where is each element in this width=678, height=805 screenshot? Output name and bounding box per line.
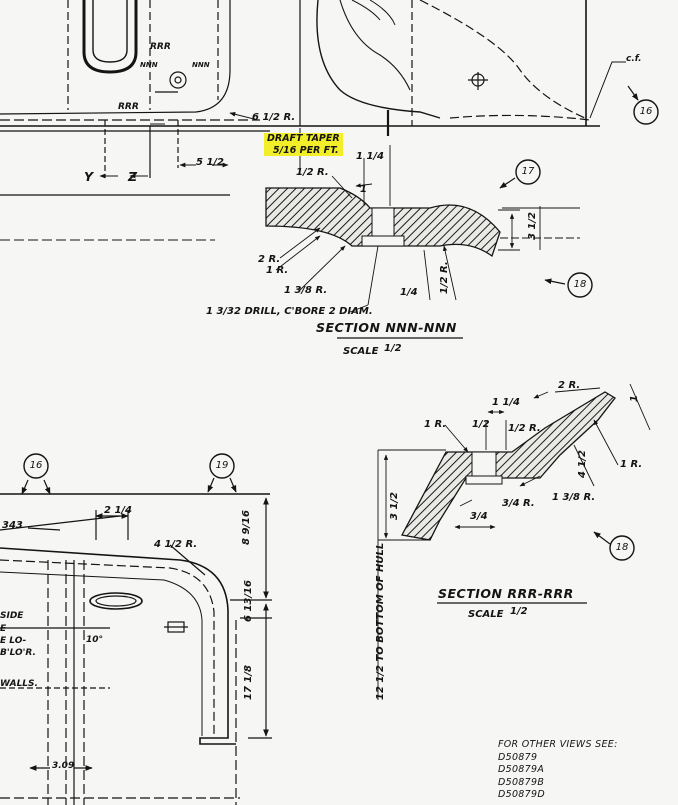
notes-ref-4: D50879D: [498, 789, 545, 800]
top-plan-view: [0, 0, 626, 178]
dim-6-13-16: 6 13/16: [243, 580, 254, 622]
section-tag-nnn-left: NNN: [140, 61, 158, 69]
left-note-walls: WALLS.: [0, 679, 38, 689]
radius-6-1-2: 6 1/2 R.: [252, 112, 296, 123]
section-nnn-scale-value: 1/2: [384, 343, 402, 354]
rrr-dim-3-4: 3/4: [470, 511, 488, 522]
balloon-arrows: [21, 85, 639, 545]
nnn-radius-1: 1 R.: [266, 265, 289, 276]
nnn-radius-1-2: 1/2 R.: [296, 167, 329, 178]
radius-4-1-2: 4 1/2 R.: [154, 539, 198, 550]
balloon-19: 19: [215, 460, 229, 471]
rrr-radius-1-a: 1 R.: [424, 419, 447, 430]
draft-taper-note: DRAFT TAPER 5/16 PER FT.: [264, 133, 343, 156]
section-tag-rrr-lower: RRR: [118, 102, 139, 112]
dim-3-09: 3.09: [52, 761, 75, 771]
rrr-dim-1: 1: [629, 395, 640, 402]
nnn-dim-1-4: 1/4: [400, 287, 418, 298]
rrr-radius-1-b: 1 R.: [620, 459, 643, 470]
rrr-dim-1-1-4: 1 1/4: [492, 397, 521, 408]
rrr-dim-3-1-2: 3 1/2: [389, 491, 400, 520]
section-rrr-title: SECTION RRR-RRR: [438, 586, 574, 601]
dim-8-9-16: 8 9/16: [241, 510, 252, 545]
nnn-dim-1: 1: [360, 184, 367, 195]
balloon-17: 17: [521, 166, 535, 177]
dim-5-1-2: 5 1/2: [196, 157, 225, 168]
left-note-bloar: B'LO'R.: [0, 648, 36, 658]
nnn-radius-1-2-b: 1/2 R.: [439, 261, 450, 294]
other-views-note: FOR OTHER VIEWS SEE: D50879 D50879A D508…: [498, 739, 618, 802]
nnn-radius-1-3-8: 1 3/8 R.: [284, 285, 328, 296]
balloon-18-a: 18: [573, 279, 587, 290]
balloon-16-top: 16: [639, 106, 653, 117]
hull-note: 12 1/2 TO BOTTOM OF HULL: [375, 542, 386, 700]
bottom-part-view: [0, 493, 272, 805]
section-rrr-leaders: [377, 383, 651, 700]
section-rrr-profile: [401, 391, 616, 541]
balloon-16-bottom: 16: [29, 460, 43, 471]
left-note-side: SIDE: [0, 611, 24, 621]
cf-label: c.f.: [626, 54, 642, 64]
rrr-radius-2: 2 R.: [558, 380, 581, 391]
section-rrr-scale-value: 1/2: [510, 606, 528, 617]
top-dimension-lines: [0, 110, 390, 241]
rrr-dim-1-2: 1/2: [472, 419, 490, 430]
dim-17-1-8: 17 1/8: [243, 665, 254, 700]
left-note-e-lo: E LO-: [0, 636, 27, 646]
drill-note: 1 3/32 DRILL, C'BORE 2 DIAM.: [206, 306, 373, 317]
balloon-18-b: 18: [615, 542, 629, 553]
section-tag-rrr-upper: RRR: [150, 42, 171, 52]
rrr-radius-1-3-8: 1 3/8 R.: [552, 492, 596, 503]
left-note-e: E: [0, 624, 7, 634]
dim-2-1-4: 2 1/4: [104, 505, 133, 516]
nnn-radius-2: 2 R.: [258, 254, 281, 265]
dim-10-deg: 10°: [86, 635, 104, 645]
section-nnn-scale-label: SCALE: [343, 346, 379, 357]
notes-ref-2: D50879A: [498, 764, 545, 775]
axis-z-label: Z: [128, 169, 138, 184]
notes-ref-3: D50879B: [498, 776, 545, 788]
nnn-dim-1-1-4: 1 1/4: [356, 151, 385, 162]
notes-ref-1: D50879: [498, 751, 538, 763]
draft-taper-line1: DRAFT TAPER: [267, 133, 340, 144]
rrr-radius-3-4: 3/4 R.: [502, 498, 535, 509]
notes-heading: FOR OTHER VIEWS SEE:: [498, 739, 618, 750]
balloon-circles: [23, 99, 659, 561]
section-tag-nnn-right: NNN: [192, 61, 210, 69]
top-slot-outline: [82, 0, 138, 74]
rrr-radius-1-2: 1/2 R.: [508, 423, 541, 434]
section-nnn-title: SECTION NNN-NNN: [316, 320, 457, 335]
draft-taper-line2: 5/16 PER FT.: [273, 144, 339, 156]
dim-343: 343: [2, 520, 23, 531]
section-nnn-leaders: [275, 145, 580, 339]
section-nnn-profile: [265, 187, 501, 258]
axis-y-label: Y: [84, 169, 94, 184]
rrr-dim-4-1-2: 4 1/2: [577, 449, 588, 478]
nnn-dim-3-1-2: 3 1/2: [527, 211, 538, 240]
section-rrr-scale-label: SCALE: [468, 609, 504, 620]
